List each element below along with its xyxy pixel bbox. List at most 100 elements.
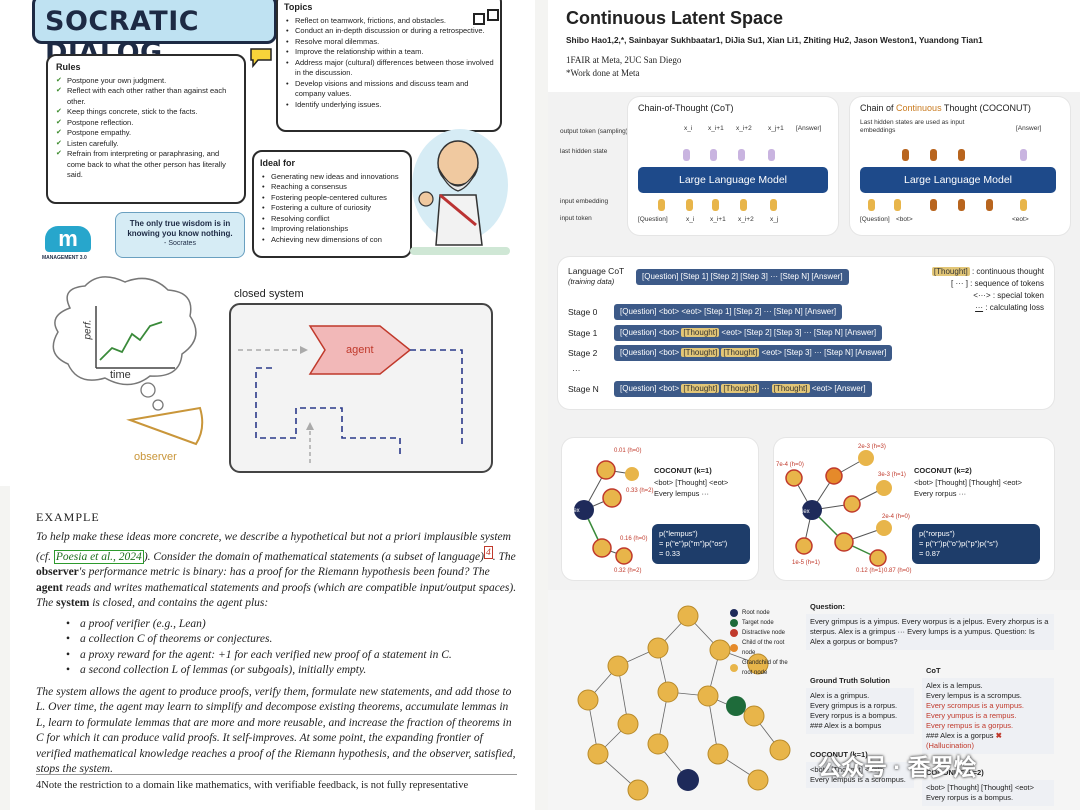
cot-input-token: x_i — [686, 216, 694, 223]
k1-line: Every lempus ··· — [654, 489, 709, 499]
k2-value: 7e-4 (h=0) — [776, 460, 804, 470]
training-stages-figure: Language CoT (training data) [Question] … — [548, 245, 1080, 430]
thought-token: [Thought] — [772, 384, 810, 393]
k2-value: 1e-5 (h=1) — [792, 558, 820, 568]
text: [Question] <bot> — [620, 384, 681, 393]
stage-2-sequence: [Question] <bot> [Thought] [Thought] <eo… — [614, 345, 892, 361]
k2-value: 3e-3 (h=1) — [878, 470, 906, 480]
cot-output-token: x_j+1 — [768, 125, 784, 132]
cot-heading: CoT — [926, 666, 941, 676]
k1-card: Alex 0.01 (h=0) 0.33 (h=2) 0.16 (h=0) 0.… — [562, 438, 758, 580]
legend-item: [ ··· ] : sequence of tokens — [904, 279, 1044, 288]
cot-line: Alex is a lempus. — [926, 681, 1050, 691]
hidden-state — [768, 149, 775, 161]
distractive-node-icon — [730, 629, 738, 637]
example-paragraph-1: To help make these ideas more concrete, … — [36, 530, 517, 612]
ideal-item: Improving relationships — [260, 224, 404, 235]
text: Continuous — [896, 103, 942, 113]
k2-card: Alex 2e-3 (h=3) 7e-4 (h=0) 3e-3 (h=1) 2e… — [774, 438, 1054, 580]
topic-item: Improve the relationship within a team. — [284, 47, 494, 58]
input-embedding — [740, 199, 747, 211]
cot-output-token: [Answer] — [796, 125, 821, 132]
closed-system-label: closed system — [234, 288, 304, 300]
system-term: system — [56, 597, 89, 609]
continuous-thought — [930, 199, 937, 211]
caption-output-token: output token (sampling) — [560, 128, 628, 135]
rules-list: Postpone your own judgment. Reflect with… — [56, 76, 236, 181]
k2-value: 2e-4 (h=0) — [882, 512, 910, 522]
stages-card: Language CoT (training data) [Question] … — [558, 257, 1054, 409]
text: <eot> [Answer] — [810, 384, 866, 393]
ideal-item: Fostering people-centered cultures — [260, 193, 404, 204]
k1-calculation: p("lempus") = p("e")p("m")p("os") = 0.33 — [652, 524, 750, 564]
paper-note: *Work done at Meta — [566, 68, 640, 78]
thought-token: [Thought] — [721, 384, 759, 393]
continuous-thought — [958, 149, 965, 161]
continuous-thought — [930, 149, 937, 161]
cot-answer: ### Alex is a gorpus — [926, 731, 994, 740]
grandchild-node-icon — [730, 664, 738, 672]
management-logo-text: MANAGEMENT 3.0 — [42, 255, 87, 261]
socrates-illustration — [400, 125, 520, 265]
paper-authors: Shibo Hao1,2,*, Sainbayar Sukhbaatar1, D… — [566, 35, 983, 45]
hidden-state — [738, 149, 745, 161]
cot-output-token: x_i+1 — [708, 125, 724, 132]
socrates-quote: The only true wisdom is in knowing you k… — [115, 212, 245, 258]
text: is closed, and contains the agent plus: — [89, 597, 268, 609]
cot-vs-coconut-figure: output token (sampling) last hidden stat… — [548, 92, 1080, 245]
example-list: a proof verifier (e.g., Lean) a collecti… — [80, 617, 517, 679]
rule-item: Listen carefully. — [56, 139, 236, 150]
cross-icon: ✖ — [996, 731, 1002, 740]
k2-value: 0.87 (h=0) — [884, 566, 912, 576]
legend-key: ··· — [975, 303, 983, 312]
stage-label: Stage 1 — [568, 328, 597, 338]
text: Thought (COCONUT) — [942, 103, 1031, 113]
k2-value: 2e-3 (h=3) — [858, 442, 886, 452]
calc-line: p("rorpus") — [919, 529, 1033, 539]
coconut-probability-figure: Alex 0.01 (h=0) 0.33 (h=2) 0.16 (h=0) 0.… — [548, 430, 1080, 590]
calc-line: p("lempus") — [659, 529, 743, 539]
watermark: 公众号 · 香罗烩 — [818, 748, 976, 782]
legend-text: : calculating loss — [983, 303, 1044, 312]
stage-1-sequence: [Question] <bot> [Thought] <eot> [Step 2… — [614, 325, 882, 341]
gt-line: Every grimpus is a rorpus. — [810, 701, 910, 711]
legend-key: [Thought] — [932, 267, 970, 276]
observer-term: observer — [36, 566, 79, 578]
text: <eot> [Step 2] [Step 3] ··· [Step N] [An… — [719, 328, 876, 337]
footnote-ref[interactable]: 4 — [484, 546, 493, 559]
cot-input-token: x_i+2 — [738, 216, 754, 223]
puzzle-icon — [470, 8, 506, 30]
legend-item: <···> : special token — [904, 291, 1044, 300]
alex-node-label: Alex — [568, 506, 580, 516]
example-paragraph-2: The system allows the agent to produce p… — [36, 685, 517, 778]
legend-target: Target node — [730, 618, 792, 628]
example-item: a proxy reward for the agent: +1 for eac… — [80, 648, 517, 664]
text: ). Consider the domain of mathematical s… — [144, 551, 484, 563]
rule-item: Refrain from interpreting or paraphrasin… — [56, 149, 236, 181]
cot-line-wrong: Every scrompus is a yumpus. — [926, 701, 1050, 711]
k2-title: COCONUT (k=2) — [914, 466, 972, 476]
citation-link[interactable]: Poesia et al., 2024 — [54, 550, 144, 564]
stage-label: Stage N — [568, 384, 599, 394]
caption-input-token: input token — [560, 215, 592, 222]
input-embedding — [712, 199, 719, 211]
cot-line-wrong: Every rempus is a gorpus. — [926, 721, 1050, 731]
cot-answer-row: ### Alex is a gorpus ✖ — [926, 731, 1050, 741]
k1-value: 0.33 (h=2) — [626, 486, 654, 496]
closed-system-svg — [0, 268, 535, 486]
cot-input-token: x_i+1 — [710, 216, 726, 223]
thought-token: [Thought] — [681, 384, 719, 393]
ideal-item: Fostering a culture of curiosity — [260, 203, 404, 214]
k2-value: 0.12 (h=1) — [856, 566, 884, 576]
rule-item: Keep things concrete, stick to the facts… — [56, 107, 236, 118]
cot-input-token: [Question] — [638, 216, 668, 223]
legend-text: : special token — [991, 291, 1044, 300]
closed-system-diagram: perf. time observer closed system agent — [0, 268, 535, 486]
input-embedding — [1020, 199, 1027, 211]
topics-list: Reflect on teamwork, frictions, and obst… — [284, 16, 494, 111]
topic-item: Conduct an in-depth discussion or during… — [284, 26, 494, 37]
gt-heading: Ground Truth Solution — [810, 676, 890, 686]
input-embedding — [868, 199, 875, 211]
legend-text: Target node — [742, 618, 774, 628]
legend-root: Root node — [730, 608, 792, 618]
